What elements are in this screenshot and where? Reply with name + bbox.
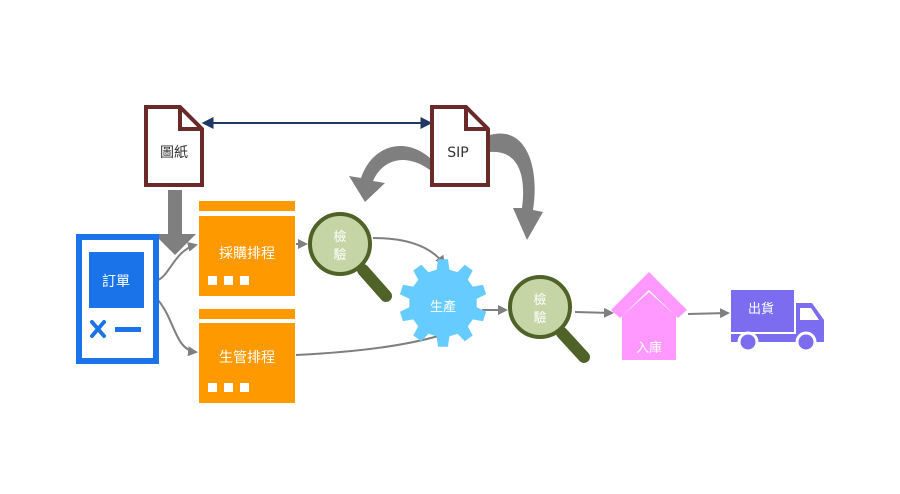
inspection-to-warehouse-arrow bbox=[574, 307, 614, 318]
final-inspection-magnifier-icon[interactable]: 檢 驗 bbox=[508, 275, 590, 363]
drawing-down-arrow bbox=[154, 190, 196, 255]
sip-to-inspection-curved-arrow bbox=[349, 145, 430, 202]
order-label: 訂單 bbox=[102, 274, 130, 290]
warehouse-to-shipping-arrow bbox=[687, 308, 730, 319]
order-to-production-arrow bbox=[157, 299, 198, 357]
order-card[interactable]: 訂單 bbox=[76, 234, 159, 364]
sip-document[interactable]: SIP bbox=[430, 105, 490, 187]
schedule-to-production-arrow bbox=[295, 331, 447, 356]
order-to-purchase-arrow bbox=[157, 241, 198, 281]
warehouse-label: 入庫 bbox=[636, 341, 662, 356]
minus-icon bbox=[115, 327, 141, 332]
final-inspection-label-line2: 驗 bbox=[533, 311, 546, 326]
cross-icon bbox=[90, 320, 106, 338]
inspection-to-production-arrow bbox=[372, 237, 446, 266]
production-schedule-label: 生管排程 bbox=[219, 350, 275, 366]
drawing-document[interactable]: 圖紙 bbox=[144, 105, 204, 187]
shipping-truck-icon[interactable]: 出貨 bbox=[731, 290, 824, 353]
inspection-magnifier-icon[interactable]: 檢 驗 bbox=[308, 212, 392, 302]
sip-to-final-inspection-curved-arrow bbox=[490, 133, 543, 240]
production-gear-icon[interactable]: 生產 bbox=[399, 259, 487, 347]
sip-label: SIP bbox=[447, 145, 468, 161]
warehouse-icon[interactable]: 入庫 bbox=[611, 272, 687, 360]
inspection-label-line1: 檢 bbox=[333, 229, 346, 245]
shipping-label: 出貨 bbox=[748, 301, 774, 317]
drawing-label: 圖紙 bbox=[160, 145, 188, 161]
final-inspection-label-line1: 檢 bbox=[533, 292, 546, 308]
thick-arrows bbox=[154, 133, 543, 255]
inspection-label-line2: 驗 bbox=[333, 248, 346, 263]
purchase-schedule-label: 採購排程 bbox=[219, 246, 275, 262]
production-label: 生產 bbox=[430, 299, 456, 315]
purchase-schedule-box[interactable]: 採購排程 bbox=[199, 201, 295, 296]
production-schedule-box[interactable]: 生管排程 bbox=[199, 309, 295, 403]
connectors bbox=[157, 117, 730, 357]
